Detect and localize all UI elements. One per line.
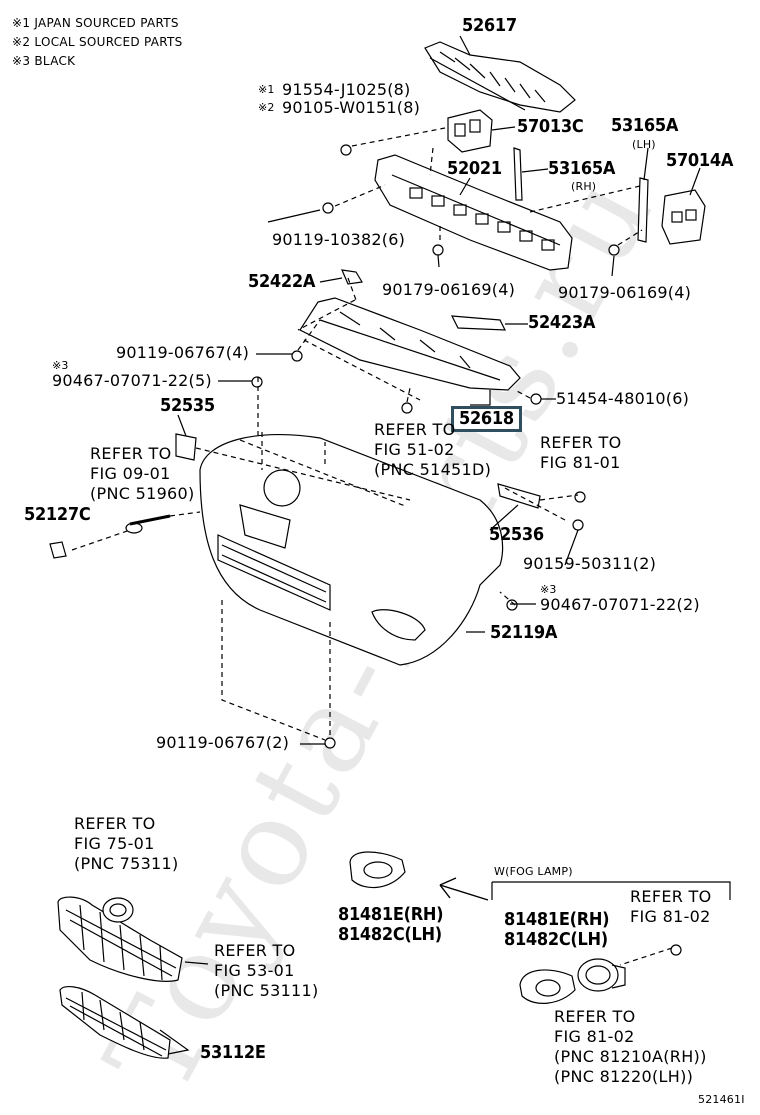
bracket-52536-drawing: [497, 483, 541, 509]
part-51454-48010[interactable]: 51454-48010(6): [556, 389, 690, 408]
refer-fig-81-02[interactable]: REFER TO FIG 81-02: [630, 887, 712, 927]
bolt-icons: [251, 144, 682, 956]
bumper-cover-52119a-drawing: [199, 433, 504, 666]
refer-fig: FIG 81-02: [630, 907, 711, 926]
refer-pnc: (PNC 51451D): [374, 460, 492, 479]
part-81481e-right[interactable]: 81481E(RH): [504, 909, 610, 930]
part-90159-50311[interactable]: 90159-50311(2): [523, 554, 657, 573]
bracket-57014a-drawing: [661, 189, 706, 245]
part-91554-j1025[interactable]: 91554-J1025(8): [282, 80, 411, 99]
part-52021[interactable]: 52021: [447, 158, 502, 179]
mark-local-sourced: ※2: [258, 101, 275, 114]
part-81482c-left[interactable]: 81482C(LH): [338, 924, 442, 945]
part-90119-06767-top[interactable]: 90119-06767(4): [116, 343, 250, 362]
refer-pnc: (PNC 51960): [90, 484, 195, 503]
refer-fig-51-02[interactable]: REFER TO FIG 51-02 (PNC 51451D): [374, 420, 491, 480]
bracket-52535-drawing: [175, 433, 197, 461]
part-52127c[interactable]: 52127C: [24, 504, 91, 525]
refer-fig: FIG 81-01: [540, 453, 621, 472]
side-lh: (LH): [632, 138, 656, 151]
part-81482c-right[interactable]: 81482C(LH): [504, 929, 608, 950]
part-81481e-left[interactable]: 81481E(RH): [338, 904, 444, 925]
part-52536[interactable]: 52536: [489, 524, 544, 545]
refer-line: REFER TO: [374, 420, 456, 439]
mark-black-top: ※3: [52, 359, 69, 372]
part-90119-06767-bottom[interactable]: 90119-06767(2): [156, 733, 290, 752]
part-53112e[interactable]: 53112E: [200, 1042, 266, 1063]
side-rh: (RH): [571, 180, 597, 193]
refer-fig: FIG 81-02: [554, 1027, 635, 1046]
leader-lines: [159, 35, 701, 1055]
grille-upper-drawing: [57, 896, 183, 982]
fog-lamp-label: W(FOG LAMP): [494, 865, 573, 878]
part-90105-w0151[interactable]: 90105-W0151(8): [282, 98, 421, 117]
fog-bezel-left-drawing: [349, 851, 406, 889]
part-52535[interactable]: 52535: [160, 395, 215, 416]
refer-fig-09-01[interactable]: REFER TO FIG 09-01 (PNC 51960): [90, 444, 195, 504]
grille-lower-53112e-drawing: [59, 985, 171, 1059]
mark-japan-sourced: ※1: [258, 83, 275, 96]
refer-fig-75-01[interactable]: REFER TO FIG 75-01 (PNC 75311): [74, 814, 179, 874]
refer-line: REFER TO: [540, 433, 622, 452]
clip-52422a-drawing: [341, 269, 363, 285]
part-57014a[interactable]: 57014A: [666, 150, 734, 171]
cap-52127c-drawing: [49, 514, 171, 559]
part-90467-07071-22-top[interactable]: 90467-07071-22(5): [52, 371, 212, 390]
refer-fig-53-01[interactable]: REFER TO FIG 53-01 (PNC 53111): [214, 941, 319, 1001]
reinforcement-52021-drawing: [374, 154, 573, 271]
refer-fig: FIG 09-01: [90, 464, 171, 483]
refer-line: REFER TO: [74, 814, 156, 833]
guide-lines: [71, 127, 673, 966]
illustration-code: 521461I: [698, 1093, 745, 1106]
refer-line: REFER TO: [214, 941, 296, 960]
part-52618-highlighted[interactable]: 52618: [451, 406, 522, 432]
bracket-57013c-drawing: [447, 109, 493, 153]
note-japan-sourced: ※1 JAPAN SOURCED PARTS: [12, 16, 179, 30]
refer-fig: FIG 75-01: [74, 834, 155, 853]
refer-line: REFER TO: [554, 1007, 636, 1026]
fog-lamp-drawing: [577, 958, 626, 992]
refer-fig-81-02-pnc[interactable]: REFER TO FIG 81-02 (PNC 81210A(RH)) (PNC…: [554, 1007, 707, 1087]
part-90119-10382[interactable]: 90119-10382(6): [272, 230, 406, 249]
refer-line: REFER TO: [90, 444, 172, 463]
part-52119a[interactable]: 52119A: [490, 622, 558, 643]
bracket-53165a-lh-drawing: [637, 177, 649, 243]
reinforcement-52617-drawing: [424, 41, 576, 113]
mark-black-bottom: ※3: [540, 583, 557, 596]
retainer-52423a-drawing: [450, 315, 506, 331]
refer-line: REFER TO: [630, 887, 712, 906]
bracket-53165a-rh-drawing: [513, 147, 523, 201]
refer-fig-81-01[interactable]: REFER TO FIG 81-01: [540, 433, 622, 473]
fog-lamp-bracket-line: [492, 881, 731, 900]
part-90467-07071-22-bottom[interactable]: 90467-07071-22(2): [540, 595, 700, 614]
note-local-sourced: ※2 LOCAL SOURCED PARTS: [12, 35, 183, 49]
refer-pnc: (PNC 53111): [214, 981, 319, 1000]
refer-fig: FIG 53-01: [214, 961, 295, 980]
notes: ※1 JAPAN SOURCED PARTS ※2 LOCAL SOURCED …: [12, 14, 183, 71]
refer-pnc: (PNC 75311): [74, 854, 179, 873]
undercover-52618-drawing: [299, 297, 521, 391]
refer-pnc-rh: (PNC 81210A(RH)): [554, 1047, 707, 1066]
part-53165a-lh[interactable]: 53165A: [611, 115, 679, 136]
part-52617[interactable]: 52617: [462, 15, 517, 36]
refer-fig: FIG 51-02: [374, 440, 455, 459]
part-52423a[interactable]: 52423A: [528, 312, 596, 333]
part-90179-06169-right[interactable]: 90179-06169(4): [558, 283, 692, 302]
part-57013c[interactable]: 57013C: [517, 116, 584, 137]
arrow-icon: [439, 877, 489, 901]
part-53165a-rh[interactable]: 53165A: [548, 158, 616, 179]
part-52422a[interactable]: 52422A: [248, 271, 316, 292]
refer-pnc-lh: (PNC 81220(LH)): [554, 1067, 694, 1086]
part-90179-06169-left[interactable]: 90179-06169(4): [382, 280, 516, 299]
fog-bezel-right-drawing: [519, 969, 576, 1004]
note-black: ※3 BLACK: [12, 54, 76, 68]
